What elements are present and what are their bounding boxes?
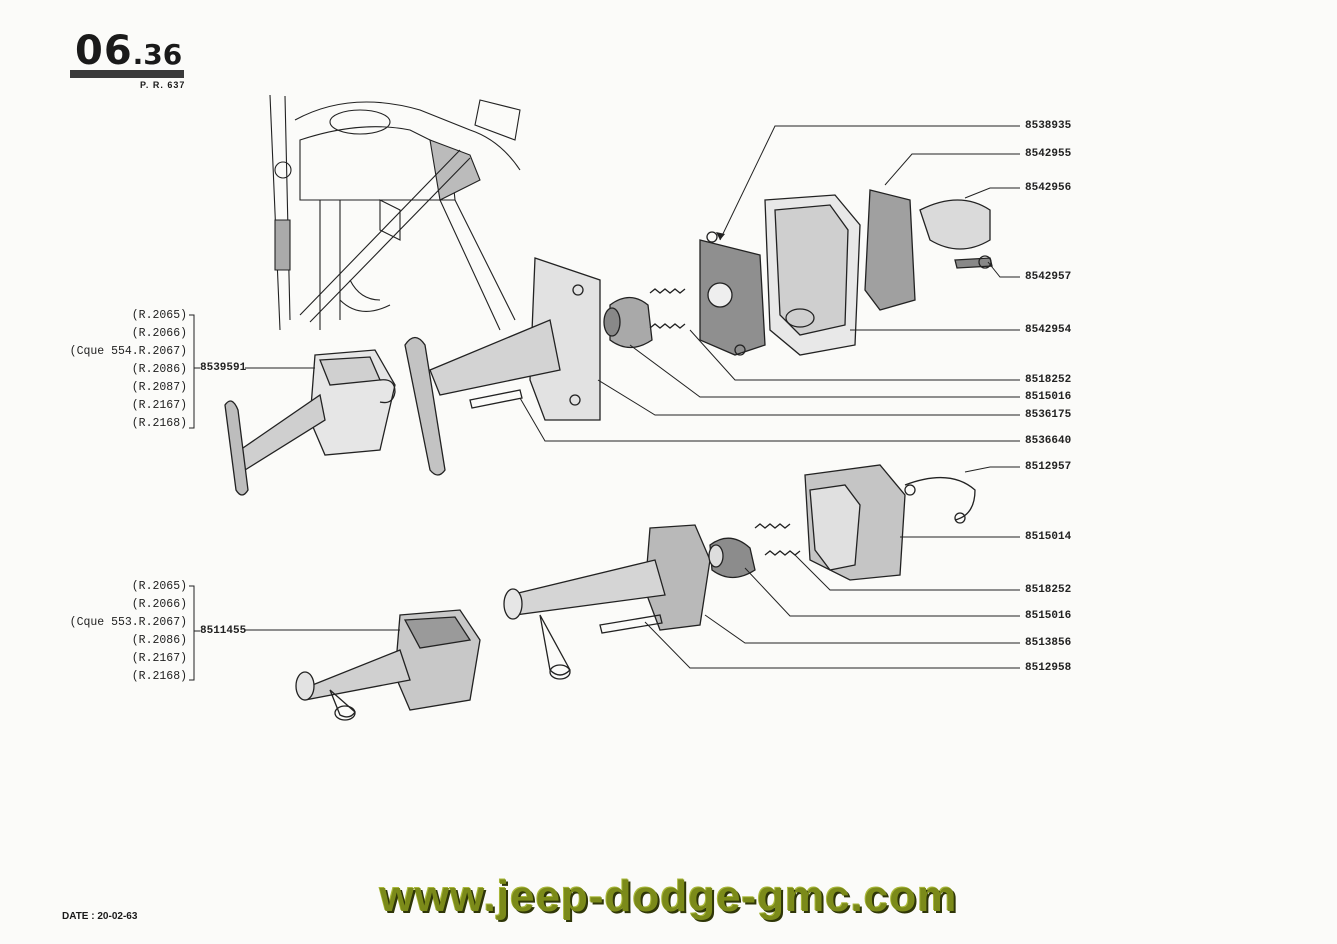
part-label-bottom-4: 8515016 [1025,610,1072,622]
variant-top-4: (R.2086) [131,363,187,376]
top-switch-plate [699,231,766,356]
part-label-top-8: 8536175 [1025,409,1072,421]
vehicle-context-sketch [269,94,521,331]
variant-top-1: (R.2065) [131,309,187,322]
variant-top-6: (R.2167) [131,399,187,412]
part-label-top-3: 8542956 [1025,182,1072,194]
part-label-bottom-3: 8518252 [1025,584,1072,596]
variant-top-7: (R.2168) [131,417,187,430]
section-number: 06.36 [75,28,182,74]
part-label-top-2: 8542955 [1025,148,1072,160]
website-watermark: www.jeep-dodge-gmc.com [379,872,958,921]
part-label-top-5: 8542954 [1025,324,1072,336]
top-bracket-and-clamp [864,189,993,311]
main-part-bottom: 8511455 [200,625,247,637]
bottom-cover-box [804,464,976,581]
part-label-top-7: 8515016 [1025,391,1072,403]
part-label-bottom-2: 8515014 [1025,531,1072,543]
variant-bottom-4: (R.2086) [131,634,187,647]
document-date: DATE : 20-02-63 [62,911,138,922]
part-label-top-4: 8542957 [1025,271,1072,283]
variant-bottom-3: (Cque 553.R.2067) [69,616,187,629]
part-label-bottom-1: 8512957 [1025,461,1072,473]
top-knob-and-springs [603,288,686,349]
header-bar [70,70,184,78]
top-cover-box [764,194,861,356]
page-reference: P. R. 637 [140,80,186,90]
top-handle-medium [404,257,601,476]
variant-top-2: (R.2066) [131,327,187,340]
part-label-bottom-5: 8513856 [1025,637,1072,649]
variant-top-3: (Cque 554.R.2067) [69,345,187,358]
bottom-handle-assembly-small [295,609,481,721]
bottom-handle-medium [503,524,711,680]
variant-bottom-6: (R.2168) [131,670,187,683]
part-label-top-9: 8536640 [1025,435,1072,447]
top-handle-assembly-small [224,349,396,496]
part-label-bottom-6: 8512958 [1025,662,1072,674]
part-label-top-1: 8538935 [1025,120,1072,132]
main-part-top: 8539591 [200,362,247,374]
variant-bottom-5: (R.2167) [131,652,187,665]
section-minor: .36 [132,38,183,71]
variant-bottom-2: (R.2066) [131,598,187,611]
section-major: 06 [75,28,133,74]
variant-bottom-1: (R.2065) [131,580,187,593]
bottom-knob-and-springs [708,523,801,579]
part-label-top-6: 8518252 [1025,374,1072,386]
variant-top-5: (R.2087) [131,381,187,394]
